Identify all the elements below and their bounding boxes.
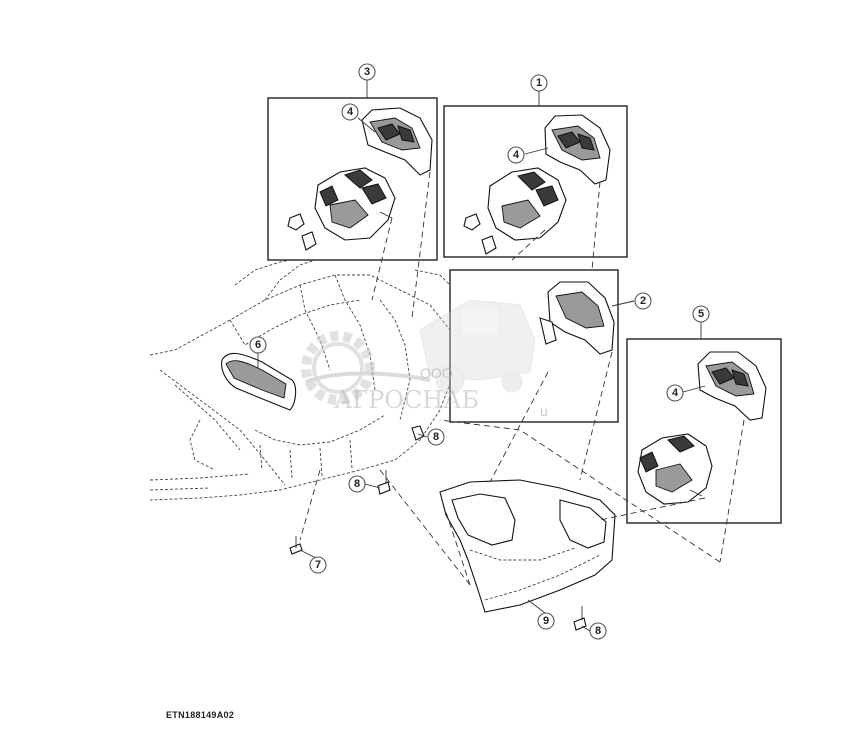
watermark-prefix: ООО bbox=[420, 365, 453, 381]
callout-6: 6 bbox=[249, 336, 267, 354]
callout-4-box5-label: 4 bbox=[672, 387, 679, 399]
callout-8-middle: 8 bbox=[348, 475, 366, 493]
callout-8-middle-label: 8 bbox=[354, 478, 360, 490]
bolt-8-lower bbox=[573, 606, 587, 631]
callout-6-label: 6 bbox=[255, 339, 261, 351]
callout-4-box1-label: 4 bbox=[513, 149, 520, 161]
watermark-name: АГРОСНАБ bbox=[334, 386, 479, 414]
callout-8-upper-label: 8 bbox=[433, 431, 439, 443]
callout-leaders bbox=[257, 80, 706, 632]
callout-4-box5: 4 bbox=[666, 384, 684, 402]
callout-5-label: 5 bbox=[698, 308, 704, 320]
callout-3: 3 bbox=[358, 63, 376, 81]
switch-housing-2 bbox=[539, 281, 615, 355]
trim-panel-6 bbox=[221, 352, 297, 411]
callout-2: 2 bbox=[634, 292, 652, 310]
bolt-8-upper bbox=[411, 425, 425, 441]
callout-2-label: 2 bbox=[640, 295, 646, 307]
watermark: ООО АГРОСНАБ u bbox=[301, 299, 548, 419]
callout-1-label: 1 bbox=[536, 77, 542, 89]
callout-4-box3-label: 4 bbox=[347, 106, 354, 118]
switch-assembly-3 bbox=[287, 107, 433, 251]
callout-8-upper: 8 bbox=[427, 428, 445, 446]
figure-reference-code: ETN188149A02 bbox=[166, 710, 235, 720]
callout-8-lower: 8 bbox=[589, 622, 607, 640]
callout-1: 1 bbox=[530, 74, 548, 92]
callout-7: 7 bbox=[309, 556, 327, 574]
switch-assembly-5 bbox=[637, 351, 767, 505]
callout-3-label: 3 bbox=[364, 66, 370, 78]
assembly-guide-lines bbox=[299, 171, 745, 586]
callout-8-lower-label: 8 bbox=[595, 625, 601, 637]
steering-column-shroud-9 bbox=[439, 479, 616, 613]
combine-harvester-icon bbox=[419, 299, 536, 395]
callout-4-box3: 4 bbox=[341, 103, 359, 121]
gear-logo-icon bbox=[301, 331, 431, 405]
callout-7-label: 7 bbox=[315, 559, 321, 571]
switch-assembly-1 bbox=[463, 114, 611, 255]
bolt-8-middle bbox=[377, 470, 391, 495]
bolt-7 bbox=[289, 536, 303, 555]
callout-9-label: 9 bbox=[543, 615, 549, 627]
watermark-suffix: u bbox=[540, 403, 548, 419]
callout-9: 9 bbox=[537, 612, 555, 630]
callout-5: 5 bbox=[692, 305, 710, 323]
callout-4-box1: 4 bbox=[507, 146, 525, 164]
